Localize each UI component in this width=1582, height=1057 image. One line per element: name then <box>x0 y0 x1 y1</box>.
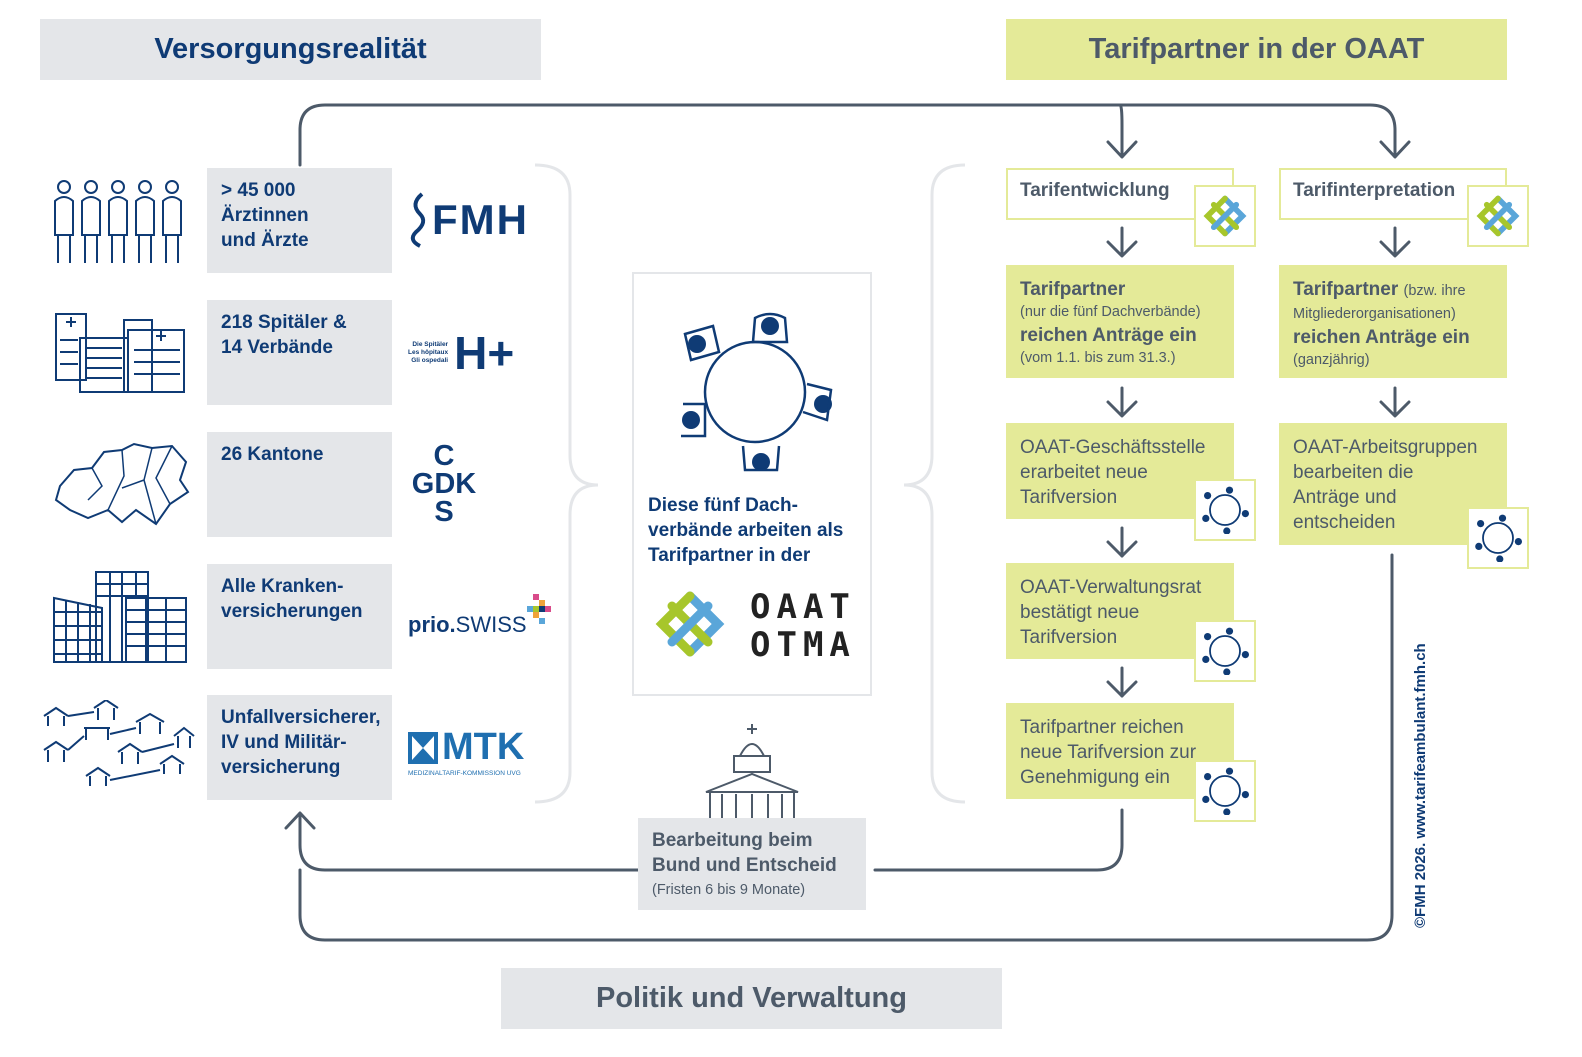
oaat-knot-icon <box>655 591 725 657</box>
oaat-wordmark: OAAT OTMA <box>750 588 856 664</box>
tarifinterpretation-step-1: Tarifpartner (bzw. ihre Mitgliederorgani… <box>1279 265 1507 378</box>
center-line: Tarifpartner in der <box>648 545 811 566</box>
step-line: bestätigt neue <box>1020 602 1140 623</box>
center-line: Diese fünf Dach- <box>648 495 798 516</box>
provider-line: und Ärzte <box>221 230 309 251</box>
gdk-logo-line: GDK <box>411 468 477 500</box>
mtk-emblem-icon <box>408 731 438 764</box>
provider-line: 26 Kantone <box>221 444 324 465</box>
step-line: Genehmigung ein <box>1020 767 1170 788</box>
mtk-subtitle: MEDIZINALTARIF-KOMMISSION UVG <box>408 770 521 777</box>
center-text: Diese fünf Dach- verbände arbeiten als T… <box>648 493 868 568</box>
hplus-logo-text: H+ <box>454 327 515 379</box>
hospitals-icon <box>55 313 185 393</box>
aesculap-icon <box>410 192 426 248</box>
round-table-icon <box>1202 767 1249 815</box>
provider-box-hospitals: 218 Spitäler & 14 Verbände <box>207 300 392 405</box>
federal-note: (Fristen 6 bis 9 Monate) <box>652 882 806 898</box>
round-table-icon <box>1202 627 1249 675</box>
switzerland-map-icon <box>54 442 190 526</box>
oaat-wordmark-line: OTMA <box>750 625 856 665</box>
hplus-logo: Die Spitäler Les hôpitaux Gli ospedali H… <box>408 327 515 379</box>
hplus-small-line: Gli ospedali <box>411 357 449 364</box>
oaat-knot-icon <box>1476 195 1520 237</box>
federal-line: Bund und Entscheid <box>652 855 837 876</box>
provider-line: 218 Spitäler & <box>221 312 347 333</box>
step-bold: Tarifpartner <box>1293 279 1399 300</box>
federal-decision-box: Bearbeitung beim Bund und Entscheid (Fri… <box>638 818 866 910</box>
provider-line: versicherung <box>221 757 341 778</box>
hplus-small-line: Les hôpitaux <box>408 349 449 356</box>
hplus-small-line: Die Spitäler <box>412 341 449 348</box>
mtk-logo-text: MTK <box>442 726 525 768</box>
round-table-tile <box>1194 479 1256 541</box>
header-politik-verwaltung: Politik und Verwaltung <box>501 968 1002 1029</box>
tarifentwicklung-step-1: Tarifpartner (nur die fünf Dachverbände)… <box>1006 265 1234 378</box>
step-line: bearbeiten die <box>1293 462 1414 483</box>
federal-line: Bearbeitung beim <box>652 830 813 851</box>
step-bold: Tarifpartner <box>1020 279 1126 300</box>
prioswiss-logo-prefix: prio. <box>408 612 456 637</box>
oaat-logo-tile <box>1194 185 1256 247</box>
header-tarifpartner-oaat: Tarifpartner in der OAAT <box>1006 19 1507 80</box>
oaat-knot-icon <box>1203 195 1247 237</box>
step-bold: reichen Anträge ein <box>1293 327 1470 348</box>
oaat-logo-tile <box>1467 185 1529 247</box>
step-note: (ganzjährig) <box>1293 352 1370 368</box>
step-line: OAAT-Geschäftsstelle <box>1020 437 1206 458</box>
round-table-icon <box>1475 514 1522 562</box>
step-line: Tarifversion <box>1020 627 1118 648</box>
step-note: (vom 1.1. bis zum 31.3.) <box>1020 350 1176 366</box>
provider-box-accident-insurers: Unfallversicherer, IV und Militär- versi… <box>207 695 392 800</box>
round-table-icon <box>1202 486 1249 534</box>
step-bold: reichen Anträge ein <box>1020 325 1197 346</box>
provider-line: versicherungen <box>221 601 363 622</box>
header-versorgungsrealitaet: Versorgungsrealität <box>40 19 541 80</box>
round-table-tile <box>1194 620 1256 682</box>
provider-box-insurers: Alle Kranken- versicherungen <box>207 564 392 669</box>
step-line: neue Tarifversion zur <box>1020 742 1197 763</box>
step-line: Tarifpartner reichen <box>1020 717 1184 738</box>
gdk-logo-line: S <box>434 496 454 528</box>
center-line: verbände arbeiten als <box>648 520 844 541</box>
step-note: (nur die fünf Dachverbände) <box>1020 304 1201 320</box>
step-line: erarbeitet neue <box>1020 462 1148 483</box>
federal-palace-icon <box>705 724 799 821</box>
tarifentwicklung-step-4: Tarifpartner reichen neue Tarifversion z… <box>1006 703 1234 799</box>
provider-line: IV und Militär- <box>221 732 347 753</box>
provider-line: Ärztinnen <box>221 205 309 226</box>
provider-line: 14 Verbände <box>221 337 333 358</box>
mtk-logo: MTK MEDIZINALTARIF-KOMMISSION UVG <box>408 726 524 777</box>
gdk-logo: C GDK S <box>408 440 480 528</box>
insurance-buildings-icon <box>53 571 187 663</box>
doctors-icon <box>54 180 182 263</box>
provider-line: Alle Kranken- <box>221 576 344 597</box>
step-line: Tarifversion <box>1020 487 1118 508</box>
oaat-wordmark-line: OAAT <box>750 587 856 627</box>
provider-line: > 45 000 <box>221 180 296 201</box>
provider-line: Unfallversicherer, <box>221 707 381 728</box>
round-table-tile <box>1467 507 1529 569</box>
step-note: (bzw. ihre <box>1403 283 1466 299</box>
prioswiss-logo: prio. SWISS <box>408 594 555 638</box>
round-table-icon <box>681 312 833 472</box>
step-line: OAAT-Verwaltungsrat <box>1020 577 1202 598</box>
step-line: OAAT-Arbeitsgruppen <box>1293 437 1478 458</box>
round-table-tile <box>1194 760 1256 822</box>
fmh-logo-text: FMH <box>432 196 529 243</box>
step-line: Anträge und <box>1293 487 1397 508</box>
pixel-cross-icon <box>526 594 551 624</box>
fmh-logo: FMH <box>408 190 529 250</box>
step-line: entscheiden <box>1293 512 1396 533</box>
copyright-text: ©FMH 2026. www.tarifeambulant.fmh.ch <box>1412 643 1429 928</box>
provider-box-cantons: 26 Kantone <box>207 432 392 537</box>
step-note: Mitgliederorganisationen) <box>1293 306 1456 322</box>
gdk-logo-line: C <box>433 440 455 472</box>
provider-box-physicians: > 45 000 Ärztinnen und Ärzte <box>207 168 392 273</box>
villages-icon <box>43 700 195 786</box>
prioswiss-logo-suffix: SWISS <box>455 612 527 637</box>
